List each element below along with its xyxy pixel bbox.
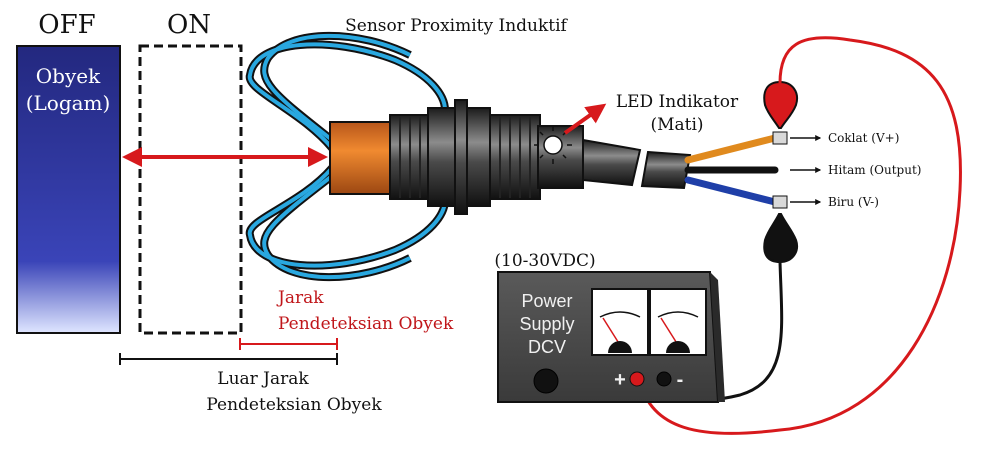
voltage-label: (10-30VDC) xyxy=(494,251,595,271)
ps-label-line1: Power xyxy=(521,291,572,311)
analog-meters xyxy=(591,288,707,356)
outside-label-line2: Pendeteksian Obyek xyxy=(206,395,382,415)
sensor-title: Sensor Proximity Induktif xyxy=(345,16,568,36)
led-indicator xyxy=(534,126,572,164)
object-on-position-outline xyxy=(138,44,243,335)
led-label-line2: (Mati) xyxy=(650,115,703,135)
object-label-line1: Obyek xyxy=(36,64,101,88)
ps-plus-label: + xyxy=(614,369,626,391)
magnetic-field-loops-blue xyxy=(247,33,447,280)
off-label: OFF xyxy=(38,10,95,40)
wire-terminals xyxy=(772,131,788,209)
range-label-line1: Jarak xyxy=(276,288,324,308)
outside-range-bracket xyxy=(119,353,338,365)
ps-minus-label: - xyxy=(677,369,684,391)
ps-adjust-knob xyxy=(533,368,559,394)
wire-label-arrows xyxy=(790,135,822,205)
range-label-line2: Pendeteksian Obyek xyxy=(278,314,454,334)
ps-label-line3: DCV xyxy=(528,337,566,357)
outside-label-line1: Luar Jarak xyxy=(217,369,309,389)
red-alligator-clip xyxy=(763,80,798,129)
ps-negative-terminal xyxy=(656,371,672,387)
led-pointer-arrow xyxy=(563,103,607,135)
wire-blue-label: Biru (V-) xyxy=(828,195,879,209)
metal-object-block xyxy=(16,45,121,334)
wire-black-label: Hitam (Output) xyxy=(828,163,921,177)
sensor-wires xyxy=(684,134,779,206)
led-label-line1: LED Indikator xyxy=(616,92,739,112)
detection-range-bracket xyxy=(239,338,338,350)
object-label-line2: (Logam) xyxy=(26,91,111,115)
red-test-lead xyxy=(637,36,962,435)
ps-positive-terminal xyxy=(629,371,645,387)
ps-label-line2: Supply xyxy=(519,314,574,334)
black-alligator-clip xyxy=(763,213,798,264)
wire-brown-label: Coklat (V+) xyxy=(828,131,899,145)
sensor-body xyxy=(329,99,692,215)
on-label: ON xyxy=(167,10,211,40)
